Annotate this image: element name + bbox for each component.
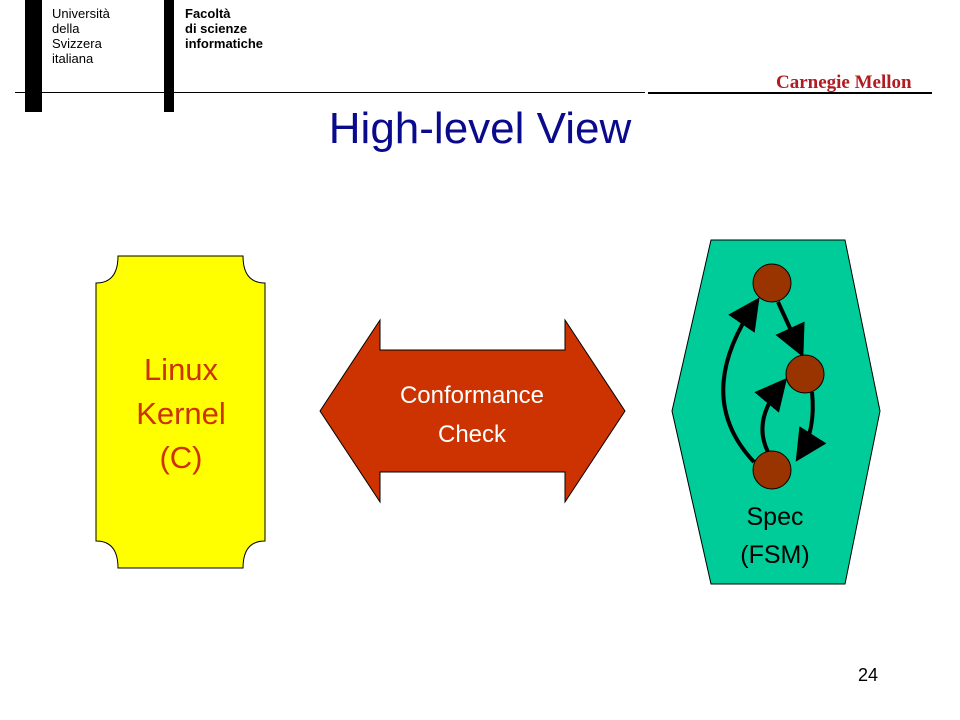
kernel-label-line-2: Kernel — [136, 396, 226, 431]
university-line: italiana — [52, 51, 94, 66]
university-line: Università — [52, 6, 110, 21]
state-bottom — [752, 450, 792, 490]
transition-bottom-to-top — [721, 297, 760, 464]
transition-bottom-to-middle — [754, 377, 788, 453]
transition-middle-to-bottom — [795, 391, 827, 462]
slide-number: 24 — [857, 665, 878, 685]
faculty-line: di scienze — [185, 21, 248, 36]
arrow-label-line-1: Conformance — [400, 382, 544, 409]
slide-title: High-level View — [328, 104, 632, 153]
faculty-line: informatiche — [185, 36, 264, 51]
header-bar-middle — [164, 0, 174, 112]
kernel-box — [95, 255, 266, 569]
university-line: Svizzera — [52, 36, 102, 51]
carnegie-mellon-logo: Carnegie Mellon — [776, 72, 912, 93]
header-rule — [15, 92, 645, 93]
spec-label-line-2: (FSM) — [740, 541, 809, 569]
kernel-label-line-3: (C) — [159, 440, 202, 475]
conformance-arrow — [319, 318, 626, 504]
arrow-label-line-2: Check — [438, 421, 507, 448]
transition-top-to-middle — [775, 301, 805, 358]
header-bar-left — [25, 0, 42, 112]
header-rule-right — [648, 92, 932, 94]
faculty-logo-text: Facoltà di scienze informatiche — [185, 6, 263, 51]
faculty-line: Facoltà — [185, 6, 231, 21]
kernel-label-line-1: Linux — [144, 352, 219, 387]
university-logo-text: Università della Svizzera italiana — [52, 6, 110, 66]
state-top — [752, 263, 792, 303]
state-middle — [785, 354, 825, 394]
university-line: della — [52, 21, 80, 36]
spec-label-line-1: Spec — [747, 503, 804, 531]
